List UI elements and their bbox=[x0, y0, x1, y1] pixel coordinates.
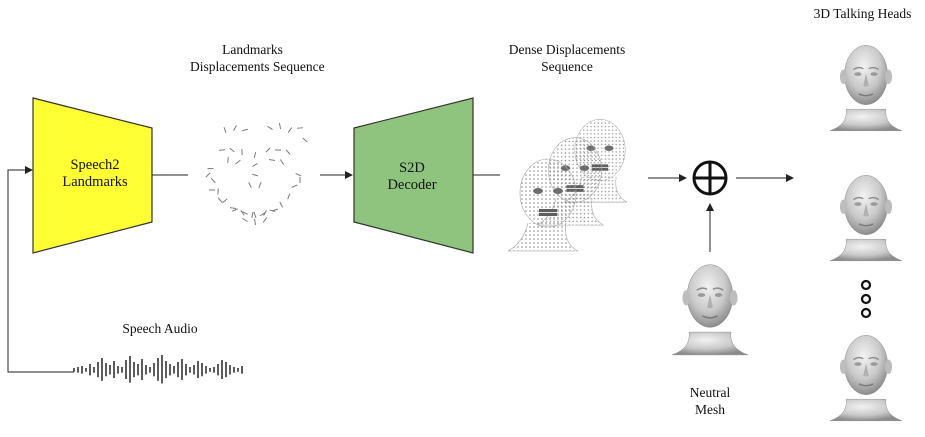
circled-plus-icon bbox=[692, 160, 728, 196]
landmark-glyph bbox=[267, 125, 273, 131]
speech-audio-label: Speech Audio bbox=[122, 321, 198, 336]
landmark-glyph bbox=[263, 210, 267, 216]
neutral-mesh-head bbox=[671, 263, 749, 356]
landmark-glyph bbox=[287, 193, 291, 200]
landmark-glyph bbox=[233, 125, 237, 131]
landmark-glyph bbox=[242, 211, 248, 215]
landmark-glyph bbox=[240, 210, 245, 216]
landmark-glyph bbox=[223, 127, 227, 133]
landmark-glyph bbox=[242, 217, 248, 223]
landmark-glyph bbox=[230, 207, 237, 209]
landmark-glyph bbox=[218, 149, 226, 151]
landmark-glyph bbox=[278, 122, 282, 130]
landmark-glyph bbox=[259, 212, 266, 217]
speech2landmarks-block bbox=[32, 97, 153, 254]
landmark-glyph bbox=[210, 178, 216, 184]
dense-mesh-heads bbox=[507, 118, 628, 252]
landmark-glyph bbox=[227, 156, 229, 164]
landmark-glyph bbox=[252, 163, 258, 167]
landmark-glyph bbox=[251, 173, 259, 177]
landmark-glyph bbox=[287, 127, 293, 133]
landmark-glyph bbox=[229, 147, 235, 153]
landmark-glyph bbox=[253, 151, 257, 159]
landmark-glyph bbox=[205, 172, 211, 178]
landmark-glyph bbox=[248, 182, 252, 188]
s2d-decoder-label: S2D Decoder bbox=[387, 160, 437, 193]
landmark-glyph bbox=[235, 159, 241, 165]
landmark-glyph bbox=[265, 147, 271, 153]
landmark-glyph bbox=[279, 159, 285, 165]
s2d-decoder-block bbox=[353, 97, 474, 254]
landmarks-title: Landmarks Displacements Sequence bbox=[190, 42, 325, 74]
landmark-glyph bbox=[291, 184, 298, 188]
landmark-glyph bbox=[253, 218, 257, 226]
vertical-dots-icon bbox=[860, 279, 872, 319]
dense-title: Dense Displacements Sequence bbox=[508, 42, 626, 74]
landmark-glyph bbox=[285, 149, 291, 155]
talking-head-3 bbox=[829, 334, 903, 422]
talking-head-1 bbox=[829, 44, 903, 132]
audio-feedback-line bbox=[7, 166, 74, 373]
talking-head-2 bbox=[829, 174, 903, 262]
landmarks-point-cloud bbox=[205, 122, 308, 226]
landmark-glyph bbox=[222, 198, 228, 204]
landmark-glyph bbox=[241, 128, 249, 132]
landmark-glyph bbox=[295, 173, 302, 177]
landmark-glyph bbox=[271, 208, 279, 212]
landmark-glyph bbox=[296, 127, 304, 129]
landmark-glyph bbox=[253, 211, 257, 219]
talking-heads-title: 3D Talking Heads bbox=[813, 6, 912, 21]
landmark-glyph bbox=[279, 201, 284, 208]
landmark-glyph bbox=[217, 197, 223, 203]
speech-waveform bbox=[73, 355, 243, 384]
landmark-glyph bbox=[232, 208, 238, 212]
landmark-glyph bbox=[268, 159, 276, 161]
speech2landmarks-label: Speech2 Landmarks bbox=[62, 157, 128, 190]
landmark-glyph bbox=[302, 137, 308, 143]
landmark-glyph bbox=[251, 211, 254, 218]
neutral-mesh-label: Neutral Mesh bbox=[689, 385, 731, 417]
landmark-glyph bbox=[262, 217, 268, 223]
landmark-glyph bbox=[258, 182, 262, 188]
